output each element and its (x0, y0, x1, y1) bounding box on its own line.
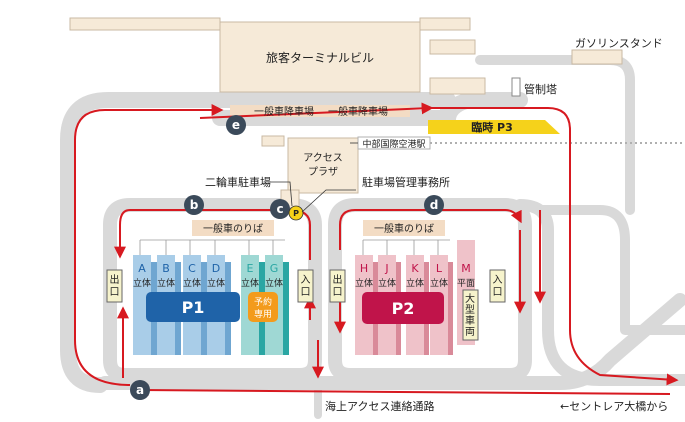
p2-loop-road (328, 198, 532, 382)
terminal-building (69, 17, 471, 93)
tower-label: 管制塔 (524, 82, 557, 96)
temporary-p3-label: 臨時 P3 (471, 120, 513, 134)
p2-block-letter: J (384, 262, 388, 275)
p1-loop-road (103, 198, 322, 382)
access-plaza-line1: アクセス (303, 152, 343, 164)
route-p1-entry (114, 209, 311, 260)
p2-pickup-label: 一般車のりば (374, 222, 434, 235)
plaza-annex (261, 135, 285, 147)
leader-lines (268, 142, 358, 213)
svg-text:c: c (276, 202, 283, 216)
p1-walkways (139, 239, 285, 255)
p1-pickup-label: 一般車のりば (203, 222, 263, 235)
p1-block-letter: G (270, 262, 279, 275)
svg-text:P: P (293, 209, 299, 218)
office-label: 駐車場管理事務所 (362, 175, 450, 189)
p1-block-letter: B (162, 262, 170, 275)
p2-block-letter: L (436, 262, 443, 275)
marker-e[interactable]: e (226, 115, 246, 135)
p2-exit-sign (329, 269, 346, 303)
p1-block-type: 立体 (241, 277, 259, 289)
svg-text:a: a (136, 383, 144, 397)
marker-c[interactable]: c (270, 199, 290, 219)
p1-pickup-sign (192, 220, 274, 236)
p1-parking (192, 220, 274, 236)
p2-block-type: 立体 (355, 277, 373, 289)
route-to-gas (430, 107, 679, 386)
p1-block-type: 立体 (265, 277, 283, 289)
p1-entrance-sign (297, 269, 314, 303)
p2-blocks: H 立体 J 立体 K 立体 L 立体 M 平面 P2 大型車両 (355, 239, 479, 355)
route-outer-loop (74, 104, 224, 386)
east-connector-road (514, 199, 685, 386)
p2-block-letter: M (461, 262, 471, 275)
text-labels: 旅客ターミナルビル ガソリンスタンド 管制塔 一般車降車場 一般車降車場 臨時 … (203, 37, 668, 413)
access-plaza-building (287, 137, 359, 194)
svg-text:b: b (190, 198, 199, 212)
p1-block-type: 立体 (157, 277, 175, 289)
p1-exit-label: 出口 (110, 273, 120, 298)
temporary-p3-lot (428, 120, 560, 134)
marker-a[interactable]: a (130, 380, 150, 400)
access-road-label: 海上アクセス連絡通路 (325, 399, 434, 413)
p2-parking (363, 220, 445, 236)
p1-block-type: 立体 (183, 277, 201, 289)
p2-block-type: 立体 (406, 277, 424, 289)
p1-exit-sign (106, 269, 123, 303)
p2-block-type: 立体 (378, 277, 396, 289)
station-label: 中部国際空港駅 (362, 138, 425, 150)
p2-block-letter: H (360, 262, 368, 275)
east-road-2 (535, 205, 685, 335)
control-tower (511, 77, 521, 97)
p2-block-type: 平面 (457, 278, 475, 289)
p2-block-type: 立体 (430, 277, 448, 289)
p1-reserved-badge[interactable] (248, 292, 278, 322)
p1-block-letter: D (212, 262, 220, 275)
p1-label-plate[interactable] (146, 292, 240, 322)
terminal-label: 旅客ターミナルビル (266, 50, 374, 65)
p1-name: P1 (182, 298, 205, 317)
p1-block-letter: E (247, 262, 254, 275)
drop-off-left-label: 一般車降車場 (254, 105, 314, 118)
p1-block-letter: A (138, 262, 146, 275)
location-markers: a b c d e P (130, 115, 444, 400)
p1-entrance-label: 入口 (301, 275, 311, 298)
p2-large-vehicle-label: 大型車両 (465, 292, 475, 338)
route-p2-top (339, 209, 522, 250)
p1-block-type: 立体 (133, 277, 151, 289)
p1-block-type: 立体 (207, 277, 225, 289)
p2-pickup-sign (363, 220, 445, 236)
svg-text:e: e (232, 118, 240, 132)
motorcycle-label: 二輪車駐車場 (205, 175, 271, 189)
p2-large-vehicle-sign (462, 289, 479, 341)
bridge-label: ←セントレア大橋から (560, 399, 668, 413)
p2-name: P2 (392, 299, 415, 318)
terminal-annex-top (429, 39, 476, 55)
gas-station-building (571, 49, 623, 65)
marker-d[interactable]: d (424, 195, 444, 215)
svg-text:d: d (430, 198, 439, 212)
p2-entrance-sign (489, 269, 506, 303)
p2-walkways (362, 239, 450, 255)
p2-label-plate[interactable] (362, 292, 444, 324)
p1-block-letter: C (188, 262, 196, 275)
drop-off-right-label: 一般車降車場 (328, 105, 388, 118)
gas-station-label: ガソリンスタンド (575, 37, 663, 50)
route-bottom (136, 384, 671, 397)
p1-reserved-label: 予約専用 (254, 296, 272, 320)
marker-b[interactable]: b (184, 195, 204, 215)
parking-p-badge: P (288, 205, 304, 221)
terminal-annex-bottom (429, 77, 486, 95)
p2-exit-label: 出口 (333, 273, 343, 298)
access-plaza-line2: プラザ (308, 166, 338, 178)
p2-entrance-label: 入口 (493, 275, 503, 298)
p2-block-letter: K (411, 262, 419, 275)
